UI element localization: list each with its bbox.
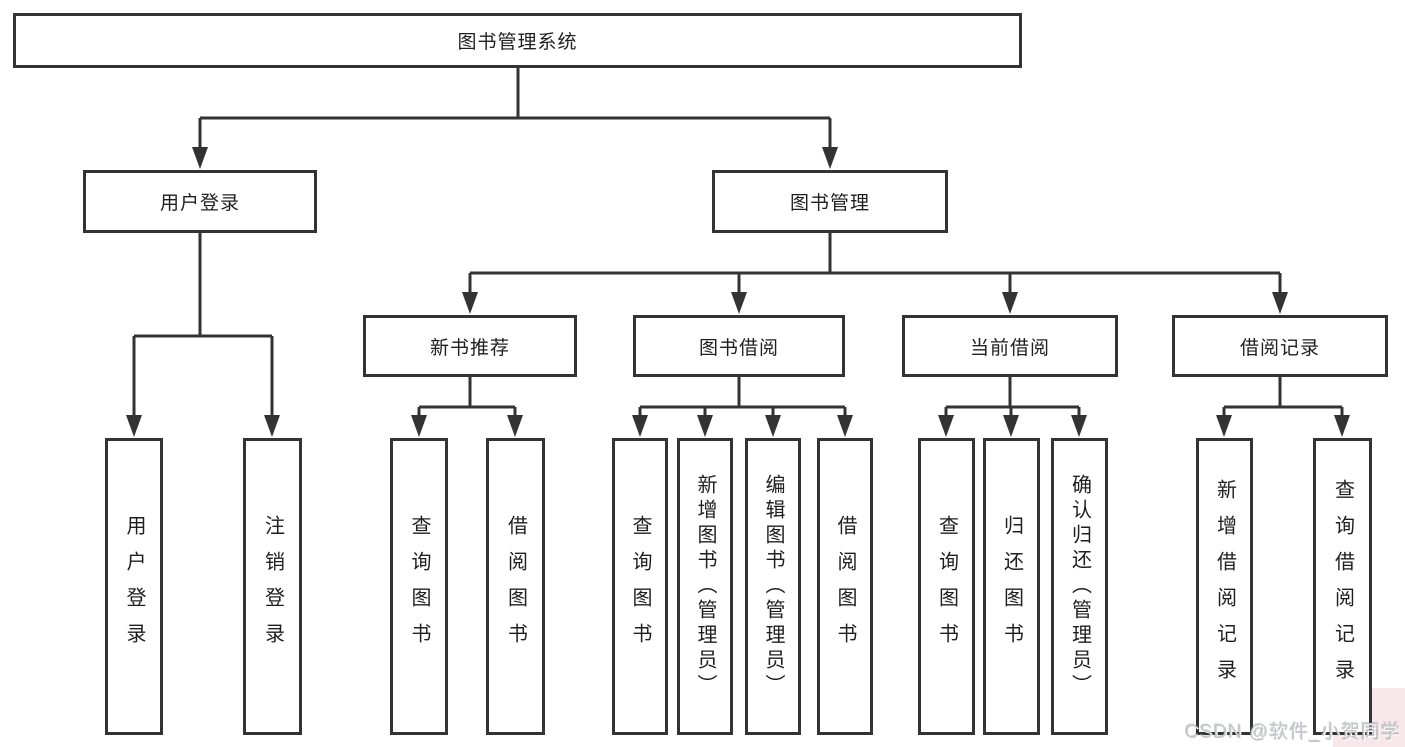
node-query-book-3-label: 查询图书 xyxy=(935,514,958,659)
node-edit-book-admin: 编辑图书（管理员） xyxy=(745,438,801,735)
arrowhead-icon xyxy=(462,292,478,314)
arrowhead-icon xyxy=(1002,292,1018,314)
arrowhead-icon xyxy=(697,415,713,437)
arrowhead-icon xyxy=(126,415,142,437)
node-add-borrow-record: 新增借阅记录 xyxy=(1196,438,1253,735)
node-root-label: 图书管理系统 xyxy=(457,32,578,53)
node-edit-book-admin-label: 编辑图书（管理员） xyxy=(762,474,784,699)
arrowhead-icon xyxy=(822,147,838,169)
node-query-book-2-label: 查询图书 xyxy=(629,514,651,659)
node-add-book-admin-label: 新增图书（管理员） xyxy=(694,474,716,699)
node-root: 图书管理系统 xyxy=(13,13,1022,68)
node-add-book-admin: 新增图书（管理员） xyxy=(677,438,733,735)
edge-new-book-rec-to-children xyxy=(417,377,517,418)
node-confirm-return-admin-label: 确认归还（管理员） xyxy=(1068,474,1091,699)
node-query-borrow-record-label: 查询借阅记录 xyxy=(1331,478,1354,695)
node-borrow-book-1-label: 借阅图书 xyxy=(504,514,527,659)
arrowhead-icon xyxy=(938,415,954,437)
arrowhead-icon xyxy=(1071,415,1087,437)
edge-borrow-records-to-children xyxy=(1222,377,1344,418)
node-borrow-records: 借阅记录 xyxy=(1172,315,1388,377)
node-new-book-rec: 新书推荐 xyxy=(363,315,577,377)
node-query-book-1: 查询图书 xyxy=(390,438,448,735)
node-borrow-records-label: 借阅记录 xyxy=(1239,337,1320,359)
node-book-borrow: 图书借阅 xyxy=(633,315,845,377)
arrowhead-icon xyxy=(632,415,648,437)
arrowhead-group xyxy=(126,147,1350,437)
arrowhead-icon xyxy=(1334,415,1350,437)
node-query-book-1-label: 查询图书 xyxy=(408,514,430,659)
node-user-login: 用户登录 xyxy=(83,170,317,233)
node-query-book-2: 查询图书 xyxy=(612,438,668,735)
node-user-login-op-label: 用户登录 xyxy=(123,514,145,659)
node-borrow-book-1: 借阅图书 xyxy=(486,438,545,735)
node-current-borrow-label: 当前借阅 xyxy=(969,337,1050,359)
node-return-book: 归还图书 xyxy=(983,438,1040,735)
arrowhead-icon xyxy=(1272,292,1288,314)
watermark-text: CSDN @软件_小贺同学 xyxy=(1185,722,1401,743)
node-book-borrow-label: 图书借阅 xyxy=(698,337,779,359)
edge-book-mgmt-to-children xyxy=(468,233,1282,296)
node-query-book-3: 查询图书 xyxy=(918,438,975,735)
node-query-borrow-record: 查询借阅记录 xyxy=(1313,438,1372,735)
arrowhead-icon xyxy=(765,415,781,437)
node-add-borrow-record-label: 新增借阅记录 xyxy=(1213,478,1236,695)
node-borrow-book-2-label: 借阅图书 xyxy=(834,514,856,659)
edge-root-to-level2 xyxy=(198,68,832,150)
arrowhead-icon xyxy=(837,415,853,437)
edge-current-borrow-to-children xyxy=(944,377,1081,418)
node-user-login-label: 用户登录 xyxy=(159,193,240,214)
arrowhead-icon xyxy=(1216,415,1232,437)
node-logout-op-label: 注销登录 xyxy=(261,514,284,659)
node-logout-op: 注销登录 xyxy=(243,438,302,735)
edge-user-login-to-children xyxy=(132,233,274,418)
node-new-book-rec-label: 新书推荐 xyxy=(429,337,510,359)
arrowhead-icon xyxy=(507,415,523,437)
node-confirm-return-admin: 确认归还（管理员） xyxy=(1051,438,1108,735)
node-borrow-book-2: 借阅图书 xyxy=(817,438,873,735)
node-user-login-op: 用户登录 xyxy=(105,438,163,735)
arrowhead-icon xyxy=(192,147,208,169)
edge-book-borrow-to-children xyxy=(638,377,847,418)
arrowhead-icon xyxy=(731,292,747,314)
node-book-mgmt-label: 图书管理 xyxy=(789,193,870,214)
node-book-mgmt: 图书管理 xyxy=(712,170,948,233)
node-current-borrow: 当前借阅 xyxy=(902,315,1118,377)
arrowhead-icon xyxy=(1003,415,1019,437)
arrowhead-icon xyxy=(264,415,280,437)
node-return-book-label: 归还图书 xyxy=(1000,514,1023,659)
arrowhead-icon xyxy=(411,415,427,437)
